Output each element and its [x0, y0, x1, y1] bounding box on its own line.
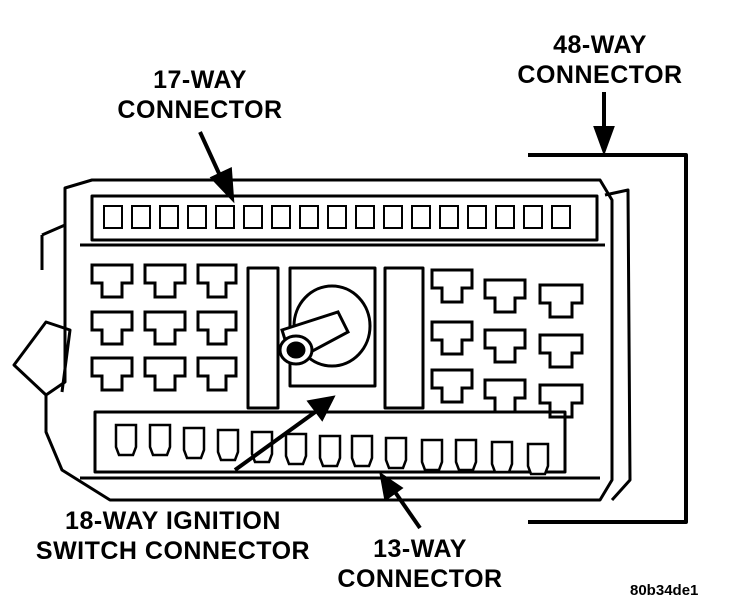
seventeen-way-connector-label: 17-WAY CONNECTOR: [110, 65, 290, 125]
thirteen-way-connector-label: 13-WAY CONNECTOR: [325, 534, 515, 594]
forty-eight-way-cavities-right: [430, 268, 584, 419]
thirteen-way-strip: [93, 410, 567, 474]
seventeen-way-strip: [90, 194, 599, 242]
forty-eight-way-line2: CONNECTOR: [517, 61, 683, 89]
eighteen-way-line2: SWITCH CONNECTOR: [35, 537, 311, 565]
forty-eight-way-bracket: [528, 153, 688, 524]
thirteen-way-terminals: [114, 423, 550, 476]
forty-eight-way-cavities-left: [90, 263, 238, 392]
thirteen-way-line1: 13-WAY: [373, 535, 467, 563]
right-housing: [604, 188, 632, 502]
leader-arrows: [198, 92, 615, 530]
figure-code: 80b34de1: [630, 582, 699, 599]
seventeen-way-terminals: [103, 205, 571, 229]
seventeen-way-line2: CONNECTOR: [117, 96, 283, 124]
forty-eight-way-line1: 48-WAY: [553, 31, 647, 59]
housing-outline: [44, 178, 614, 502]
eighteen-way-line1: 18-WAY IGNITION: [65, 507, 281, 535]
thirteen-way-line2: CONNECTOR: [337, 565, 503, 593]
left-bracket: [12, 320, 72, 397]
forty-eight-way-connector-label: 48-WAY CONNECTOR: [505, 30, 695, 90]
seventeen-way-line1: 17-WAY: [153, 66, 247, 94]
ignition-switch-shaft: [278, 284, 372, 368]
eighteen-way-ignition-switch-connector-label: 18-WAY IGNITION SWITCH CONNECTOR: [28, 506, 318, 566]
